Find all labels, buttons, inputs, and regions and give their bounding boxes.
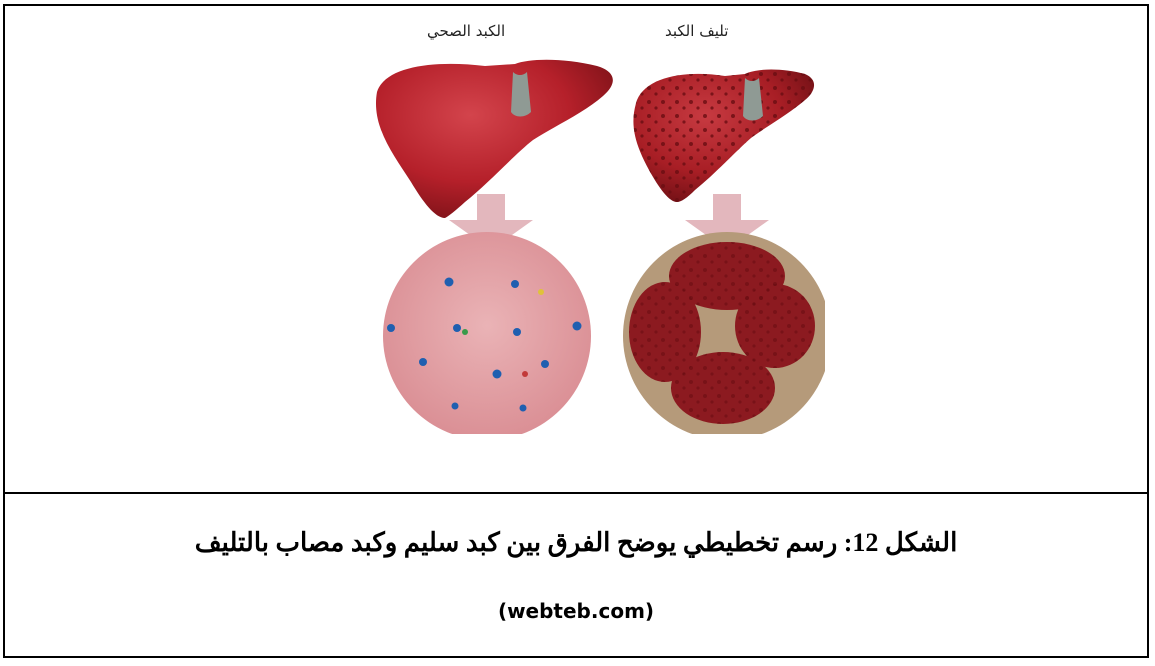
fibrotic-liver	[633, 70, 814, 203]
liver-comparison-illustration: الكبد الصحي تليف الكبد	[365, 14, 825, 434]
figure-caption: الشكل 12: رسم تخطيطي يوضح الفرق بين كبد …	[5, 528, 1147, 558]
fibrosis-liver-label: تليف الكبد	[665, 22, 728, 40]
healthy-liver-label: الكبد الصحي	[427, 22, 505, 40]
figure-source: (webteb.com)	[5, 599, 1147, 623]
caption-divider	[5, 492, 1147, 494]
fibrotic-tissue-circle	[623, 232, 825, 434]
liver-diagram-svg	[365, 14, 825, 434]
healthy-tissue-circle	[383, 232, 591, 434]
figure-illustration-area: الكبد الصحي تليف الكبد	[5, 6, 1147, 492]
figure-frame: الكبد الصحي تليف الكبد	[3, 4, 1149, 658]
